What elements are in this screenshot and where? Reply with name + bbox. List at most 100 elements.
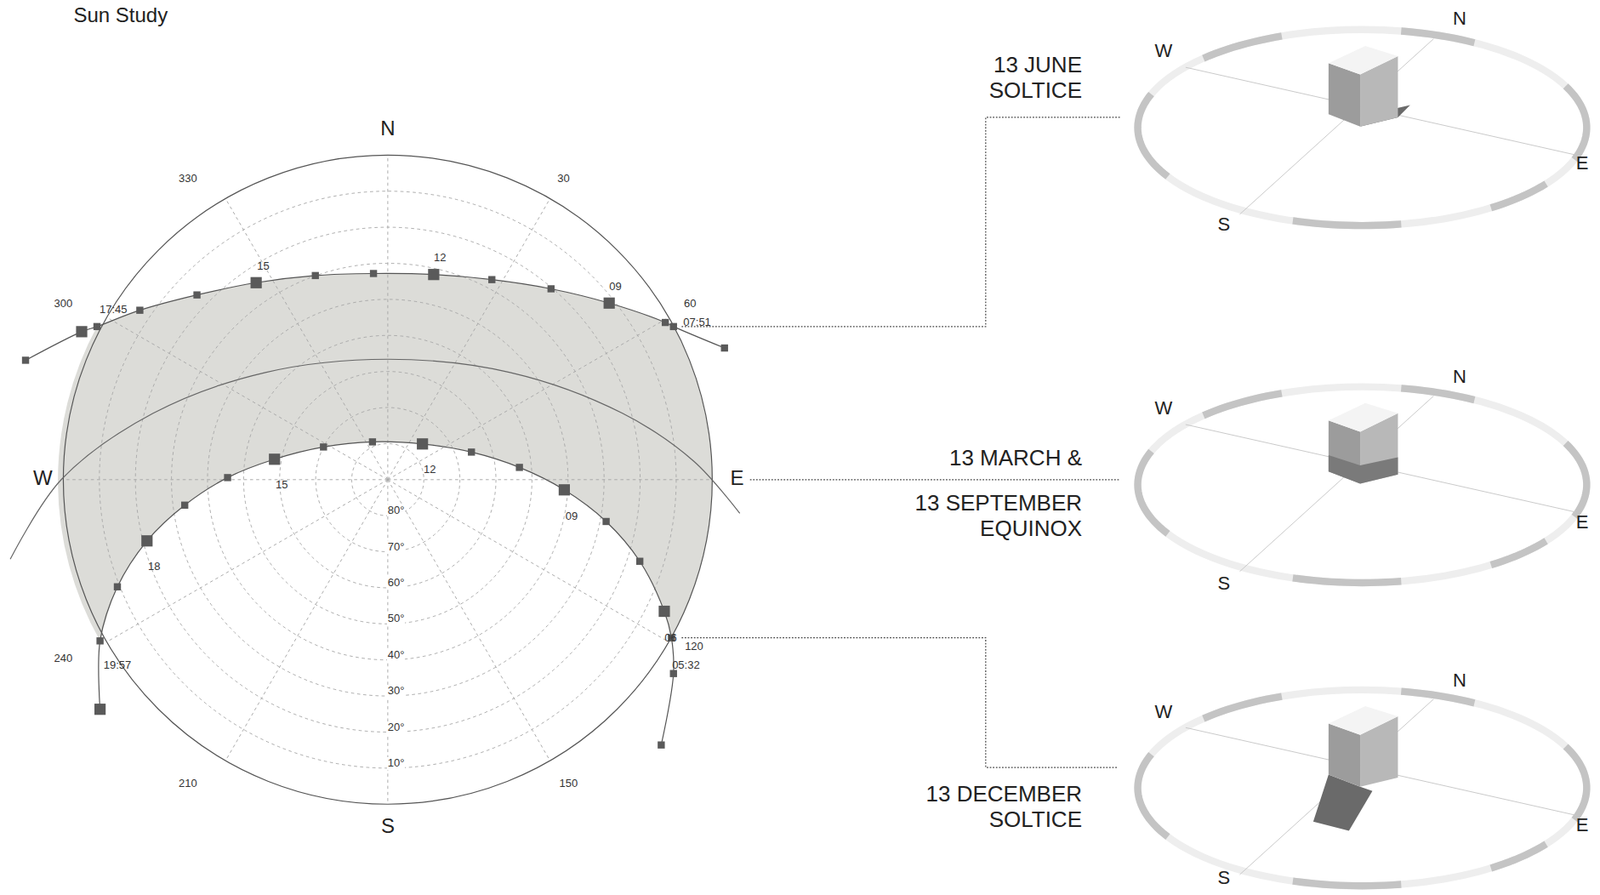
- date-label: 13 JUNE SOLTICE: [971, 52, 1082, 104]
- horizon-circle: [62, 154, 712, 804]
- leader-line: [750, 478, 1121, 480]
- altitude-label: 70°: [387, 540, 406, 554]
- compass-ring-segment: [1565, 745, 1588, 820]
- hour-label: 18: [148, 560, 160, 574]
- compass-ring-segment: [1138, 94, 1168, 177]
- compass-ring-segment: [1203, 696, 1282, 719]
- azimuth-line: [107, 479, 388, 643]
- hour-label: 12: [433, 251, 446, 265]
- cube-top-face: [1328, 706, 1399, 735]
- hour-marker: [223, 473, 231, 481]
- date-label: 13 SEPTEMBER EQUINOX: [911, 490, 1082, 542]
- compass-letter: N: [1452, 669, 1467, 691]
- equinox-path: [10, 358, 741, 559]
- azimuth-label: 60: [683, 297, 696, 311]
- compass-ring-segment: [1138, 754, 1168, 838]
- compass-letter: W: [1155, 397, 1173, 419]
- compass-ring: [1138, 689, 1588, 886]
- compass-ring-segment: [1400, 387, 1475, 400]
- hour-marker: [22, 356, 29, 364]
- compass-ring-segment: [1292, 220, 1401, 226]
- hour-marker: [558, 483, 570, 496]
- hour-marker: [721, 344, 729, 352]
- compass-letter: E: [1576, 152, 1589, 174]
- time-label: 19:57: [103, 659, 132, 672]
- hour-marker: [250, 277, 262, 289]
- azimuth-label: 150: [559, 777, 579, 791]
- solstice-path: [98, 441, 674, 745]
- time-label: 05:32: [671, 659, 701, 672]
- azimuth-label: 120: [684, 640, 704, 654]
- compass-ring-segment: [1491, 540, 1547, 565]
- hour-marker: [416, 438, 428, 450]
- azimuth-line: [387, 478, 712, 480]
- hour-marker: [602, 518, 610, 525]
- compass-letter: W: [1155, 39, 1173, 62]
- hour-label: 12: [423, 463, 436, 477]
- cube-top-face: [1328, 45, 1399, 75]
- compass-letter: S: [1217, 866, 1230, 889]
- hour-marker: [467, 448, 475, 456]
- altitude-label: 30°: [387, 684, 406, 698]
- compass-letter: S: [1217, 213, 1230, 235]
- azimuth-line: [107, 317, 388, 480]
- compass-ring: [1138, 29, 1588, 226]
- altitude-label: 50°: [387, 612, 406, 626]
- hour-marker: [488, 275, 496, 283]
- massing-view: [1138, 29, 1588, 226]
- hour-marker: [658, 605, 670, 617]
- compass-ring-segment: [1292, 577, 1401, 583]
- cardinal-label: E: [729, 466, 744, 490]
- hour-marker: [319, 443, 327, 450]
- cardinal-label: S: [381, 814, 395, 838]
- azimuth-line: [387, 479, 388, 804]
- hour-marker: [268, 453, 280, 465]
- altitude-label: 60°: [387, 576, 406, 590]
- hour-label: 09: [565, 510, 578, 524]
- azimuth-line: [387, 317, 669, 480]
- hour-label: 06: [664, 632, 677, 645]
- hour-marker: [603, 297, 615, 309]
- massing-view: [1138, 689, 1588, 886]
- time-label: 07:51: [683, 316, 712, 330]
- azimuth-line: [387, 198, 551, 479]
- azimuth-label: 330: [178, 172, 198, 186]
- cardinal-label: N: [380, 116, 395, 141]
- compass-letter: E: [1576, 814, 1589, 836]
- hour-label: 15: [256, 260, 269, 274]
- axis-line: [1240, 39, 1435, 215]
- azimuth-line: [225, 479, 388, 761]
- compass-ring-segment: [1203, 392, 1282, 416]
- altitude-ring: [99, 191, 677, 769]
- altitude-label: 10°: [387, 757, 406, 770]
- axis-line: [1240, 699, 1435, 875]
- cube-top-face: [1328, 403, 1399, 433]
- hour-marker: [370, 269, 377, 277]
- hour-marker: [93, 323, 101, 331]
- hour-marker: [515, 463, 523, 471]
- compass-letter: E: [1576, 511, 1589, 533]
- leader-line: [681, 637, 1117, 768]
- time-label: 17:45: [99, 303, 128, 317]
- compass-ring-segment: [1565, 85, 1588, 160]
- altitude-label: 40°: [387, 649, 406, 662]
- hour-marker: [136, 306, 143, 314]
- hour-marker: [657, 740, 665, 748]
- compass-ring-segment: [1565, 443, 1588, 517]
- hour-label: 09: [609, 280, 621, 294]
- compass-ring: [1138, 387, 1588, 583]
- sun-path-band: [57, 273, 712, 641]
- hour-marker: [75, 325, 87, 337]
- sun-chart: [10, 117, 1121, 804]
- hour-marker: [369, 438, 376, 445]
- azimuth-label: 30: [557, 172, 570, 186]
- compass-ring-segment: [1203, 35, 1282, 58]
- azimuth-line: [225, 198, 388, 479]
- hour-marker: [113, 583, 121, 591]
- altitude-label: 80°: [387, 504, 406, 518]
- compass-ring-segment: [1400, 691, 1475, 704]
- date-label: 13 DECEMBER SOLTICE: [911, 781, 1082, 833]
- compass-ring-segment: [1400, 31, 1475, 44]
- hour-marker: [181, 501, 188, 509]
